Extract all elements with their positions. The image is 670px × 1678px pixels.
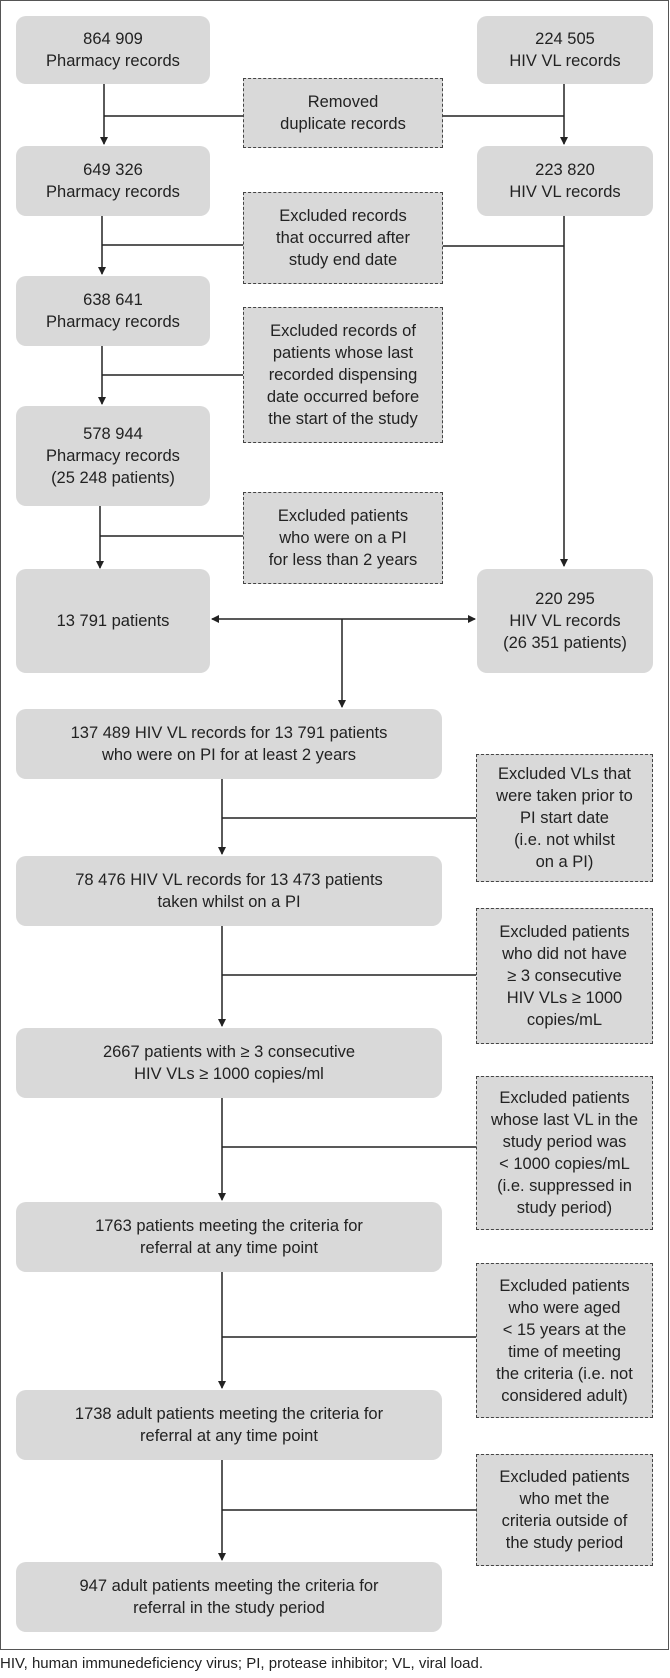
box-text: Excluded patients who were on a PI for l… [268,507,418,569]
box-excl-duplicates: Removed duplicate records [243,78,443,148]
box-excl-outside-period: Excluded patients who met the criteria o… [476,1454,653,1566]
box-vl-whilst-on-pi: 78 476 HIV VL records for 13 473 patient… [16,856,442,926]
box-patients-13791: 13 791 patients [16,569,210,673]
box-pharmacy-records-4: 578 944 Pharmacy records (25 248 patient… [16,406,210,506]
box-excl-after-end: Excluded records that occurred after stu… [243,192,443,284]
box-text: 947 adult patients meeting the criteria … [79,1577,379,1617]
box-text: 638 641 Pharmacy records [46,291,180,331]
box-text: Excluded patients who were aged < 15 yea… [496,1276,633,1405]
box-text: 649 326 Pharmacy records [46,161,180,201]
box-text: 578 944 Pharmacy records (25 248 patient… [46,425,180,487]
box-text: Excluded VLs that were taken prior to PI… [496,765,633,871]
box-text: 1738 adult patients meeting the criteria… [74,1405,384,1445]
box-hiv-vl-records-3: 220 295 HIV VL records (26 351 patients) [477,569,653,673]
box-criteria-any-time: 1763 patients meeting the criteria for r… [16,1202,442,1272]
box-text: 224 505 HIV VL records [509,30,621,70]
box-adult-criteria-any-time: 1738 adult patients meeting the criteria… [16,1390,442,1460]
box-consecutive-vls: 2667 patients with ≥ 3 consecutive HIV V… [16,1028,442,1098]
box-merged-vl-records: 137 489 HIV VL records for 13 791 patien… [16,709,442,779]
box-text: Excluded patients who met the criteria o… [499,1468,630,1552]
box-text: 137 489 HIV VL records for 13 791 patien… [70,724,388,764]
box-pharmacy-records-1: 864 909 Pharmacy records [16,16,210,84]
box-pharmacy-records-3: 638 641 Pharmacy records [16,276,210,346]
box-hiv-vl-records-2: 223 820 HIV VL records [477,146,653,216]
box-text: 864 909 Pharmacy records [46,30,180,70]
figure-caption: HIV, human immunedeficiency virus; PI, p… [0,1655,484,1672]
box-text: 220 295 HIV VL records (26 351 patients) [503,590,627,652]
box-text: 78 476 HIV VL records for 13 473 patient… [75,871,383,911]
box-pharmacy-records-2: 649 326 Pharmacy records [16,146,210,216]
box-excl-prior-pi: Excluded VLs that were taken prior to PI… [476,754,653,882]
box-text: Excluded records of patients whose last … [266,322,420,428]
box-hiv-vl-records-1: 224 505 HIV VL records [477,16,653,84]
box-excl-under-15: Excluded patients who were aged < 15 yea… [476,1263,653,1418]
box-excl-pi-less-2-years: Excluded patients who were on a PI for l… [243,492,443,584]
box-excl-suppressed: Excluded patients whose last VL in the s… [476,1076,653,1230]
box-final-adult-study-period: 947 adult patients meeting the criteria … [16,1562,442,1632]
box-text: Excluded records that occurred after stu… [276,207,410,269]
box-text: Excluded patients who did not have ≥ 3 c… [499,923,630,1029]
box-text: 2667 patients with ≥ 3 consecutive HIV V… [102,1043,356,1083]
box-text: 13 791 patients [56,612,170,630]
box-text: 1763 patients meeting the criteria for r… [95,1217,363,1257]
box-text: Excluded patients whose last VL in the s… [490,1089,639,1217]
box-excl-last-dispensing: Excluded records of patients whose last … [243,307,443,443]
box-text: Removed duplicate records [280,93,406,133]
box-excl-no-consecutive: Excluded patients who did not have ≥ 3 c… [476,908,653,1044]
box-text: 223 820 HIV VL records [509,161,621,201]
